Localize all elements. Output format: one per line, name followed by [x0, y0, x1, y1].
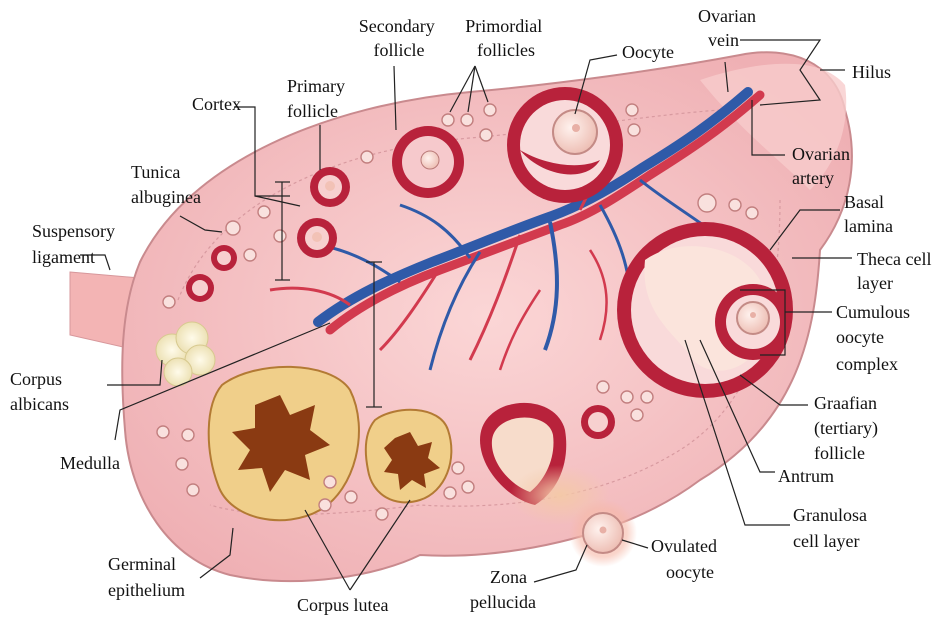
- label-secondary-follicle: Secondary follicle: [359, 16, 439, 60]
- label-corpus-lutea: Corpus lutea: [297, 595, 389, 615]
- label-ovulated-oocyte: Ovulated oocyte: [651, 536, 721, 582]
- label-basal-lamina: Basal lamina: [844, 192, 893, 236]
- graafian-follicle: [617, 222, 793, 398]
- label-theca-cell-layer: Theca cell layer: [857, 249, 936, 293]
- label-graafian-follicle: Graafian (tertiary) follicle: [814, 393, 882, 463]
- ovulated-oocyte-shape: [569, 499, 637, 567]
- label-ovarian-vein: Ovarian vein: [698, 6, 760, 50]
- label-primary-follicle: Primary follicle: [287, 76, 350, 121]
- label-cumulous-oocyte-complex: Cumulous oocyte complex: [836, 302, 915, 374]
- oocyte-follicle: [507, 87, 623, 203]
- label-hilus: Hilus: [852, 62, 891, 82]
- label-corpus-albicans: Corpus albicans: [10, 369, 69, 414]
- secondary-follicle: [392, 126, 464, 198]
- label-germinal-epithelium: Germinal epithelium: [108, 554, 185, 600]
- label-tunica-albuginea: Tunica albuginea: [131, 162, 201, 207]
- label-antrum: Antrum: [778, 466, 834, 486]
- label-primordial-follicles: Primordial follicles: [465, 16, 547, 60]
- label-cortex: Cortex: [192, 94, 241, 114]
- label-granulosa-cell-layer: Granulosa cell layer: [793, 505, 871, 551]
- corpus-luteum-large: [209, 367, 359, 520]
- label-oocyte: Oocyte: [622, 42, 674, 62]
- label-medulla: Medulla: [60, 453, 120, 473]
- label-zona-pellucida: Zona pellucida: [470, 567, 536, 612]
- corpus-luteum-small: [366, 410, 452, 503]
